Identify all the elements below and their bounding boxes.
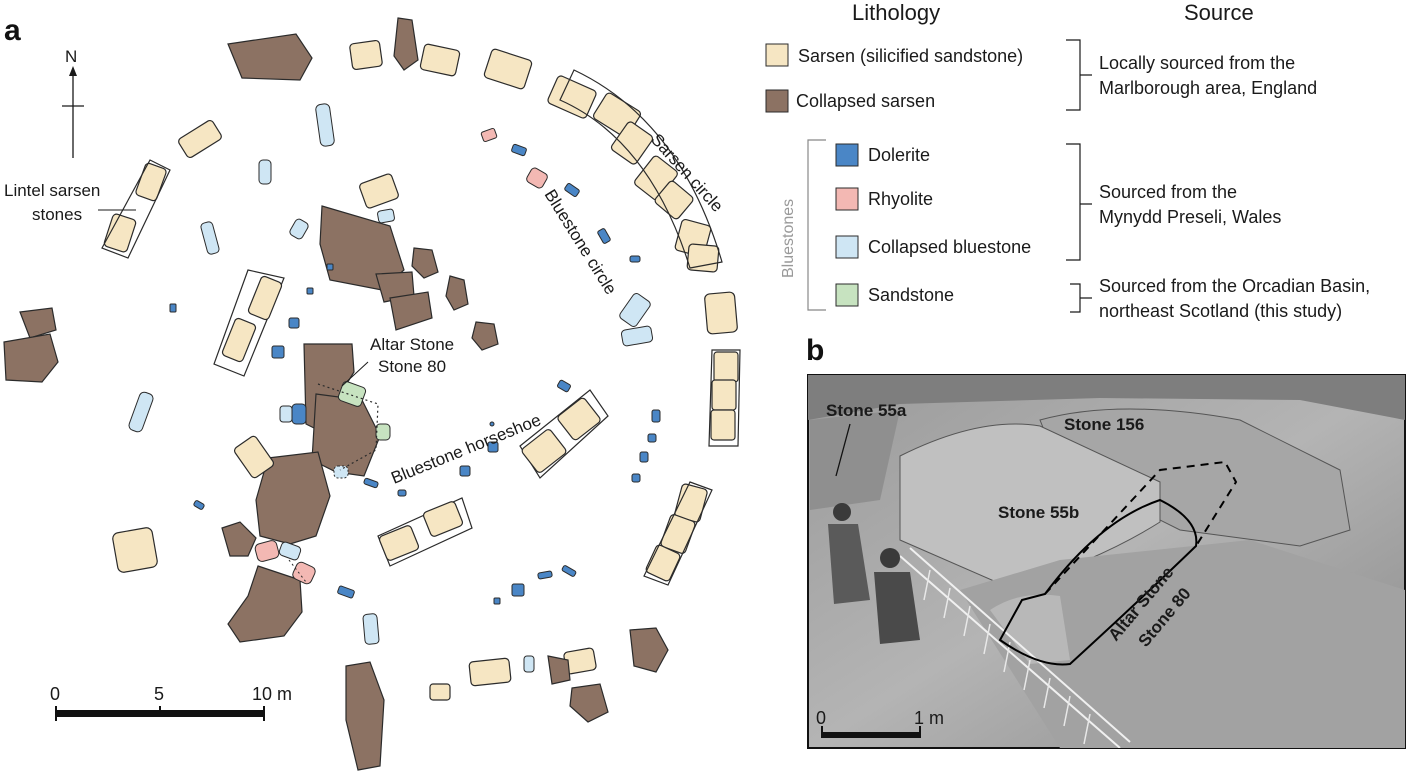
- swatch-dolerite: [835, 143, 859, 167]
- panel-a-label: a: [4, 14, 21, 47]
- photo-label-stone-55a: Stone 55a: [826, 401, 907, 420]
- photo-label-stone-55b: Stone 55b: [998, 503, 1079, 522]
- legend-collapsed-sarsen: Collapsed sarsen: [796, 91, 935, 111]
- scale-b-tick-1: 1 m: [914, 708, 944, 728]
- swatch-sandstone: [835, 283, 859, 307]
- label-lintel-2: stones: [32, 205, 82, 224]
- swatch-sarsen: [765, 43, 789, 67]
- sandstone-stones: [337, 381, 391, 441]
- altar-leader: [341, 361, 369, 387]
- stone-156-shape: [1039, 408, 1351, 547]
- scale-a-tick-0: 0: [50, 684, 60, 704]
- lintel-sarsen-stones: [101, 159, 171, 259]
- dolerite-stones: [169, 143, 661, 605]
- bracket-bluestone: [1066, 143, 1092, 261]
- people-figures: [828, 503, 920, 644]
- source-sand-2: northeast Scotland (this study): [1099, 301, 1342, 321]
- scale-a-tick-5: 5: [154, 684, 164, 704]
- scale-a-tick-10: 10 m: [252, 684, 292, 704]
- altar-stone-outline: [317, 383, 379, 471]
- legend-collapsed-bluestone: Collapsed bluestone: [868, 237, 1031, 257]
- scale-bar-a: [55, 706, 265, 721]
- source-blue-2: Mynydd Preseli, Wales: [1099, 207, 1281, 227]
- altar-stone-outline-photo: [998, 498, 1198, 666]
- label-altar-stone: Altar Stone: [370, 335, 454, 354]
- collapsed-sarsens: [3, 17, 669, 771]
- north-label: N: [65, 47, 77, 66]
- north-arrow-icon: [62, 66, 84, 158]
- swatch-collapsed-sarsen: [765, 89, 789, 113]
- label-bluestones: Bluestones: [780, 199, 797, 278]
- site-plan: N: [3, 17, 741, 771]
- sarsen-circle-stones: [112, 39, 741, 701]
- legend-lithology-header: Lithology: [852, 0, 940, 25]
- rhyolite-stones: [254, 127, 548, 585]
- swatch-rhyolite: [835, 187, 859, 211]
- legend: Lithology Source Sarsen (silicified sand…: [765, 0, 1370, 321]
- bracket-sarsen: [1066, 39, 1092, 111]
- panel-b-label: b: [806, 334, 824, 367]
- stone-55a-leader: [835, 423, 851, 477]
- label-stone-80: Stone 80: [378, 357, 446, 376]
- legend-sarsen: Sarsen (silicified sandstone): [798, 46, 1023, 66]
- photo-panel: Stone 55a Stone 156 Stone 55b Altar Ston…: [807, 374, 1406, 749]
- altar-hidden-outline: [1044, 460, 1238, 595]
- source-sand-1: Sourced from the Orcadian Basin,: [1099, 276, 1370, 296]
- photo-label-stone-156: Stone 156: [1064, 415, 1144, 434]
- legend-dolerite: Dolerite: [868, 145, 930, 165]
- label-lintel-1: Lintel sarsen: [4, 181, 100, 200]
- source-sarsen-1: Locally sourced from the: [1099, 53, 1295, 73]
- source-blue-1: Sourced from the: [1099, 182, 1237, 202]
- sarsen-horseshoe: [213, 173, 609, 567]
- swatch-collapsed-bluestone: [835, 235, 859, 259]
- legend-source-header: Source: [1184, 0, 1254, 25]
- scale-bar-b: [821, 726, 921, 738]
- legend-sandstone: Sandstone: [868, 285, 954, 305]
- scale-b-tick-0: 0: [816, 708, 826, 728]
- bracket-sandstone: [1070, 283, 1092, 313]
- source-sarsen-2: Marlborough area, England: [1099, 78, 1317, 98]
- legend-rhyolite: Rhyolite: [868, 189, 933, 209]
- bluestones-bracket: [807, 139, 826, 311]
- collapsed-bluestones: [128, 103, 654, 673]
